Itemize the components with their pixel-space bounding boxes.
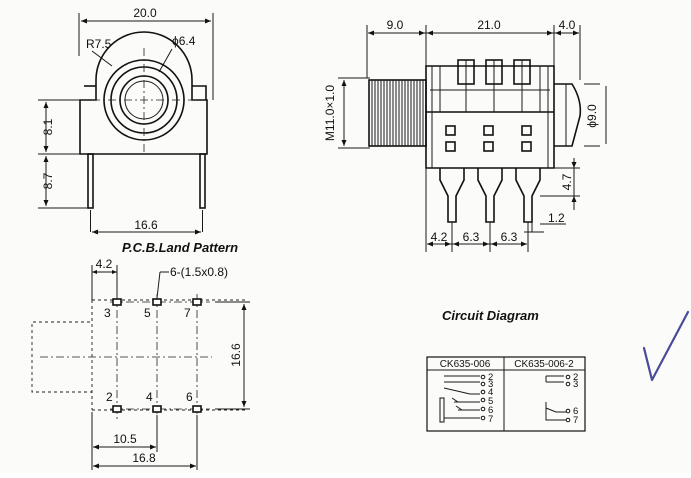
nose-length-dimension: 4.0 — [559, 18, 576, 32]
pcb-land-pattern: 4.2 6-(1.5x0.8) 3 5 7 2 4 6 — [31, 257, 250, 470]
side-view: 9.0 21.0 4.0 M11.0×1.0 — [323, 18, 607, 252]
hole-diameter-label: ϕ6.4 — [172, 34, 196, 48]
pcb-width-outer-dimension: 16.8 — [132, 451, 156, 465]
col1-pin-1: 2 — [488, 372, 493, 383]
pcb-offset-dimension: 4.2 — [96, 257, 113, 271]
thread-lines — [371, 80, 424, 146]
body-length-dimension: 21.0 — [477, 18, 501, 32]
circuit-diagram-title: Circuit Diagram — [442, 308, 539, 323]
thread-length-dimension: 9.0 — [387, 18, 404, 32]
pin-label-top-2: 5 — [144, 306, 151, 320]
col2-pin-2: 3 — [573, 379, 578, 390]
width-dimension: 20.0 — [133, 6, 157, 20]
front-view: 20.0 R7.5 ϕ6.4 8.1 8.7 — [38, 6, 214, 235]
col2-pin-4: 7 — [573, 415, 578, 426]
col1-pin-2: 3 — [488, 379, 493, 390]
height-upper-dimension: 8.1 — [41, 118, 55, 135]
thread-spec-dimension: M11.0×1.0 — [323, 85, 337, 141]
circuit-table: CK635-006 CK635-006-2 2 3 4 5 6 7 2 3 6 … — [426, 356, 586, 432]
check-mark-icon — [642, 310, 690, 382]
radius-label: R7.5 — [86, 37, 112, 51]
pin-label-bottom-2: 4 — [146, 390, 153, 404]
pin-label-bottom-1: 2 — [106, 390, 113, 404]
col1-pin-4: 5 — [488, 396, 493, 407]
pin-width-dimension: 1.2 — [548, 211, 565, 225]
col1-pin-5: 6 — [488, 405, 493, 416]
circuit-col1-header: CK635-006 — [440, 359, 491, 370]
nose-diameter-dimension: ϕ9.0 — [585, 104, 599, 128]
height-lower-dimension: 8.7 — [41, 172, 55, 189]
pad-spec-label: 6-(1.5x0.8) — [170, 265, 228, 279]
pcb-height-dimension: 16.6 — [229, 343, 243, 367]
col2-pin-1: 2 — [573, 372, 578, 383]
pcb-width-inner-dimension: 10.5 — [113, 432, 137, 446]
pin-pitch-2-dimension: 6.3 — [501, 230, 518, 244]
pin-label-bottom-3: 6 — [186, 390, 193, 404]
col1-pin-6: 7 — [488, 414, 493, 425]
pin-pitch-1-dimension: 6.3 — [463, 230, 480, 244]
col1-pin-3: 4 — [488, 387, 493, 398]
pin-offset-dimension: 4.2 — [431, 230, 448, 244]
circuit-col2-header: CK635-006-2 — [514, 359, 574, 370]
col2-pin-3: 6 — [573, 406, 578, 417]
pcb-land-pattern-title: P.C.B.Land Pattern — [122, 240, 238, 255]
pin-label-top-1: 3 — [104, 306, 111, 320]
pin-span-dimension: 16.6 — [134, 218, 158, 232]
pin-length-dimension: 4.7 — [560, 173, 574, 190]
pin-label-top-3: 7 — [184, 306, 191, 320]
